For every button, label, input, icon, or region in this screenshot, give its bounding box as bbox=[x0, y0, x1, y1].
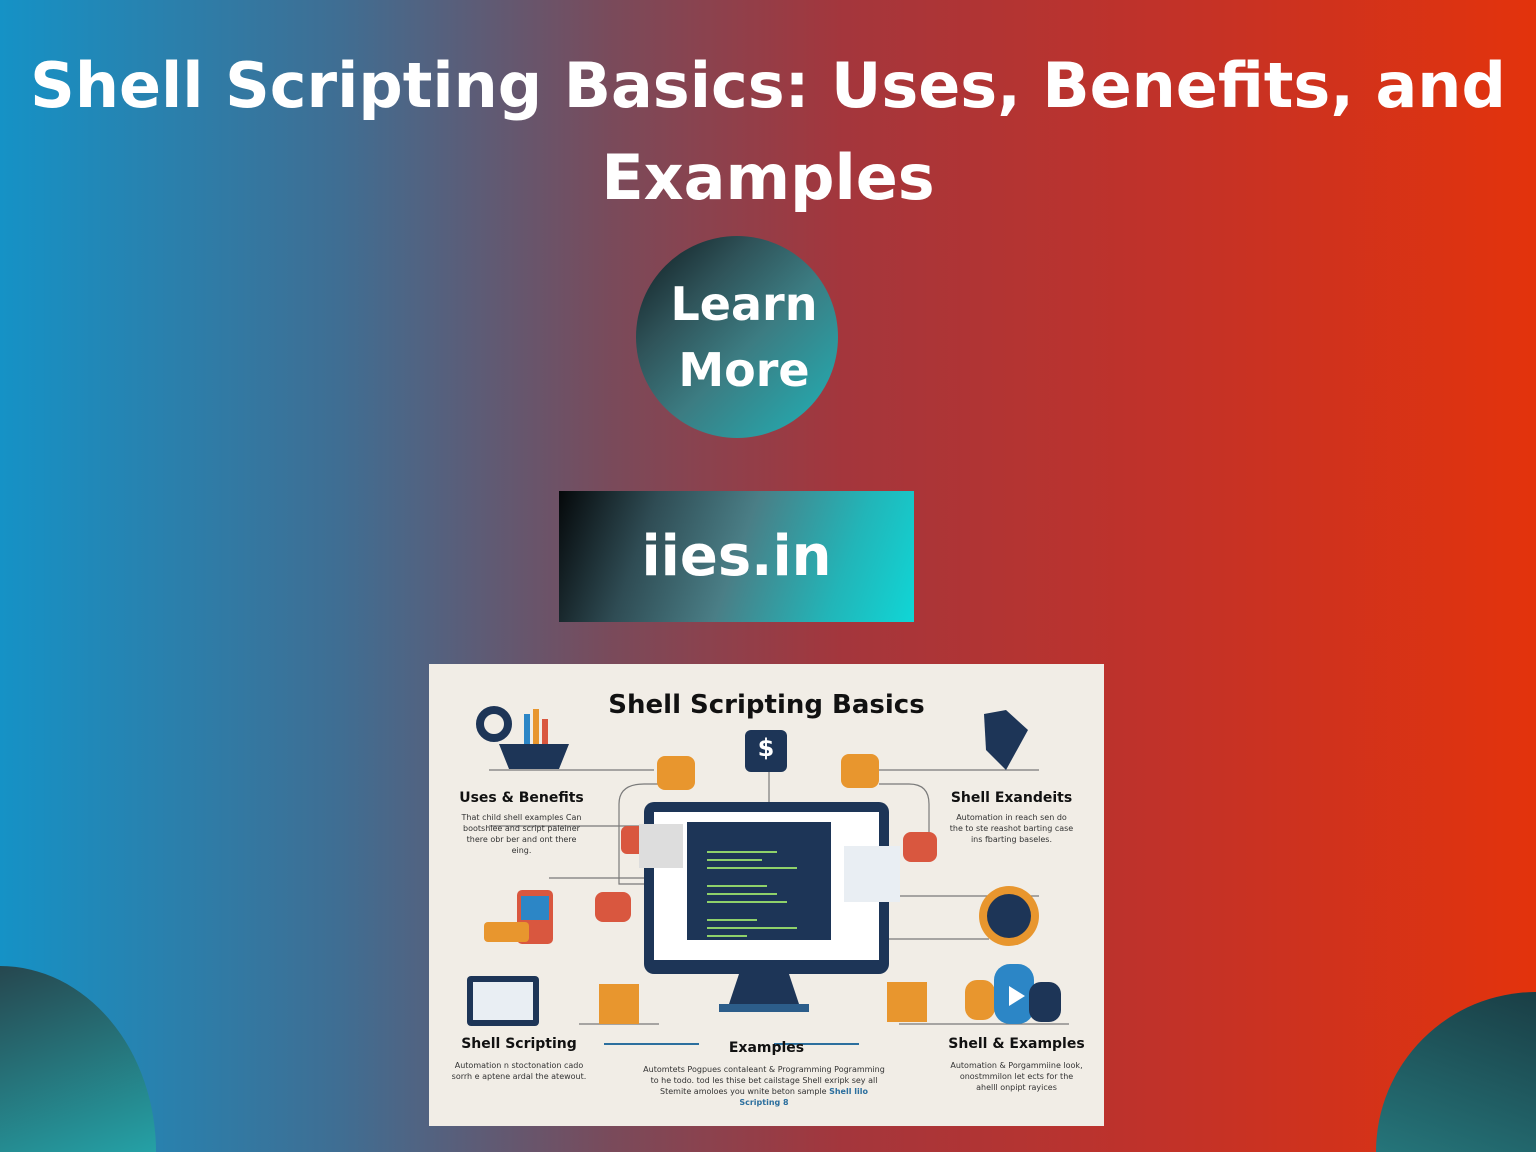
section-link: Shell lilo Scripting 8 bbox=[739, 1087, 868, 1107]
section-body: Automation n stoctonation cado sorrh e a… bbox=[451, 1061, 587, 1081]
decorative-corner-circle-left bbox=[0, 966, 156, 1152]
section-body: That child shell examples Can bootshlee … bbox=[461, 813, 582, 855]
section-heading: Shell & Examples bbox=[948, 1036, 1085, 1052]
page-title: Shell Scripting Basics: Uses, Benefits, … bbox=[30, 49, 1506, 214]
section-heading: Shell Exandeits bbox=[950, 790, 1073, 806]
learn-more-label-line1: Learn bbox=[670, 277, 818, 331]
section-body: Automtets Pogpues contaleant & Programmi… bbox=[639, 1064, 889, 1108]
section-body-text: Automtets Pogpues contaleant & Programmi… bbox=[643, 1065, 885, 1096]
website-link[interactable]: iies.in bbox=[559, 491, 914, 622]
dollar-terminal-icon: $ bbox=[757, 734, 775, 762]
section-heading: Examples bbox=[728, 1040, 805, 1056]
infographic-image: Shell Scripting Basics $ Uses & Benefits… bbox=[429, 664, 1104, 1126]
learn-more-button[interactable]: Learn More bbox=[636, 236, 838, 438]
section-heading: Shell Scripting bbox=[461, 1036, 577, 1052]
section-heading: Uses & Benefits bbox=[459, 790, 584, 806]
infographic-title: Shell Scripting Basics bbox=[608, 690, 925, 720]
section-body: Automation & Porgammiine look, onostmmil… bbox=[950, 1061, 1083, 1092]
section-body: Automation in reach sen do the to ste re… bbox=[949, 813, 1074, 844]
decorative-corner-circle-right bbox=[1376, 992, 1536, 1152]
learn-more-label-line2: More bbox=[678, 343, 810, 397]
infographic-illustration bbox=[467, 706, 1069, 1045]
